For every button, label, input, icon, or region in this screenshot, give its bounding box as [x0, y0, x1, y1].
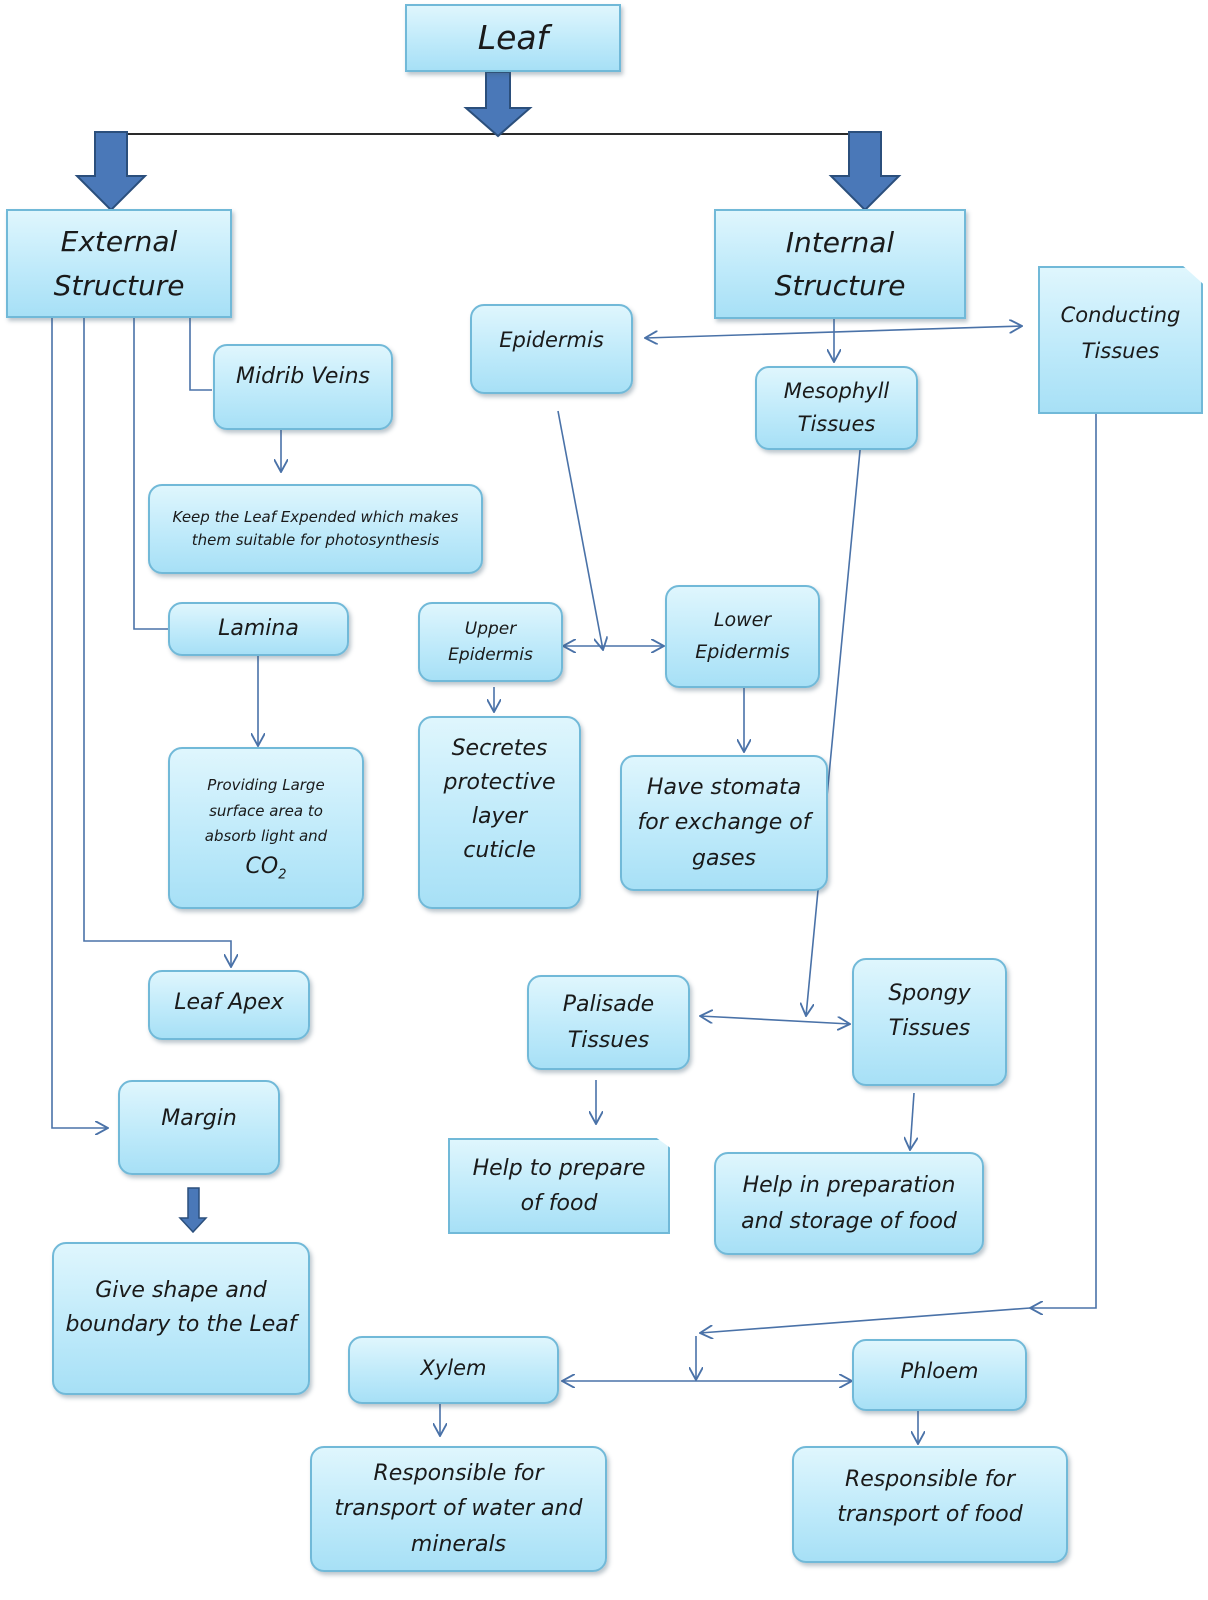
spongy-tissues-node: Spongy Tissues — [852, 958, 1007, 1086]
connector-conducting-down — [1030, 411, 1097, 1308]
lamina-description-text: Providing Large surface area to absorb l… — [204, 776, 328, 846]
phloem-node: Phloem — [852, 1339, 1027, 1411]
leaf-apex-node: Leaf Apex — [148, 970, 310, 1040]
connector-epidermis-down — [557, 410, 603, 650]
lamina-node: Lamina — [168, 602, 349, 656]
internal-down-block-arrow — [828, 131, 902, 212]
external-structure-node: External Structure — [6, 209, 232, 318]
lower-epidermis-description-node: Have stomata for exchange of gases — [620, 755, 828, 891]
mesophyll-tissues-node: Mesophyll Tissues — [755, 366, 918, 450]
connector-external-to-margin — [51, 318, 108, 1128]
external-down-block-arrow — [74, 131, 148, 212]
connector-external-to-apex — [83, 300, 231, 967]
margin-down-block-arrow — [178, 1187, 208, 1234]
connector-mesophyll-down — [806, 439, 862, 1016]
connector-conducting-to-vessels — [700, 1307, 1031, 1333]
upper-epidermis-node: Upper Epidermis — [418, 602, 563, 682]
xylem-node: Xylem — [348, 1336, 559, 1404]
midrib-veins-node: Midrib Veins — [213, 344, 393, 430]
lower-epidermis-node: Lower Epidermis — [665, 585, 820, 688]
lamina-description-node: Providing Large surface area to absorb l… — [168, 747, 364, 909]
internal-structure-node: Internal Structure — [714, 209, 966, 319]
leaf-root-node: Leaf — [405, 4, 621, 72]
phloem-description-node: Responsible for transport of food — [792, 1446, 1068, 1563]
xylem-description-node: Responsible for transport of water and m… — [310, 1446, 607, 1572]
upper-epidermis-description-node: Secretes protective layer cuticle — [418, 716, 581, 909]
connector-external-to-midrib — [189, 318, 212, 391]
margin-description-node: Give shape and boundary to the Leaf — [52, 1242, 310, 1395]
root-down-block-arrow — [463, 71, 533, 138]
palisade-tissues-node: Palisade Tissues — [527, 975, 690, 1070]
epidermis-node: Epidermis — [470, 304, 633, 394]
conducting-tissues-node: Conducting Tissues — [1038, 266, 1203, 414]
spongy-description-node: Help in preparation and storage of food — [714, 1152, 984, 1255]
connector-spongy-to-desc — [910, 1092, 914, 1150]
connector-palisade-spongy — [700, 1016, 850, 1024]
connector-external-to-lamina — [133, 318, 168, 630]
co2-label: CO2 — [245, 853, 287, 883]
palisade-description-node: Help to prepare of food — [448, 1138, 670, 1234]
margin-node: Margin — [118, 1080, 280, 1175]
connector-epidermis-conducting — [645, 326, 1022, 338]
midrib-description-node: Keep the Leaf Expended which makes them … — [148, 484, 483, 574]
